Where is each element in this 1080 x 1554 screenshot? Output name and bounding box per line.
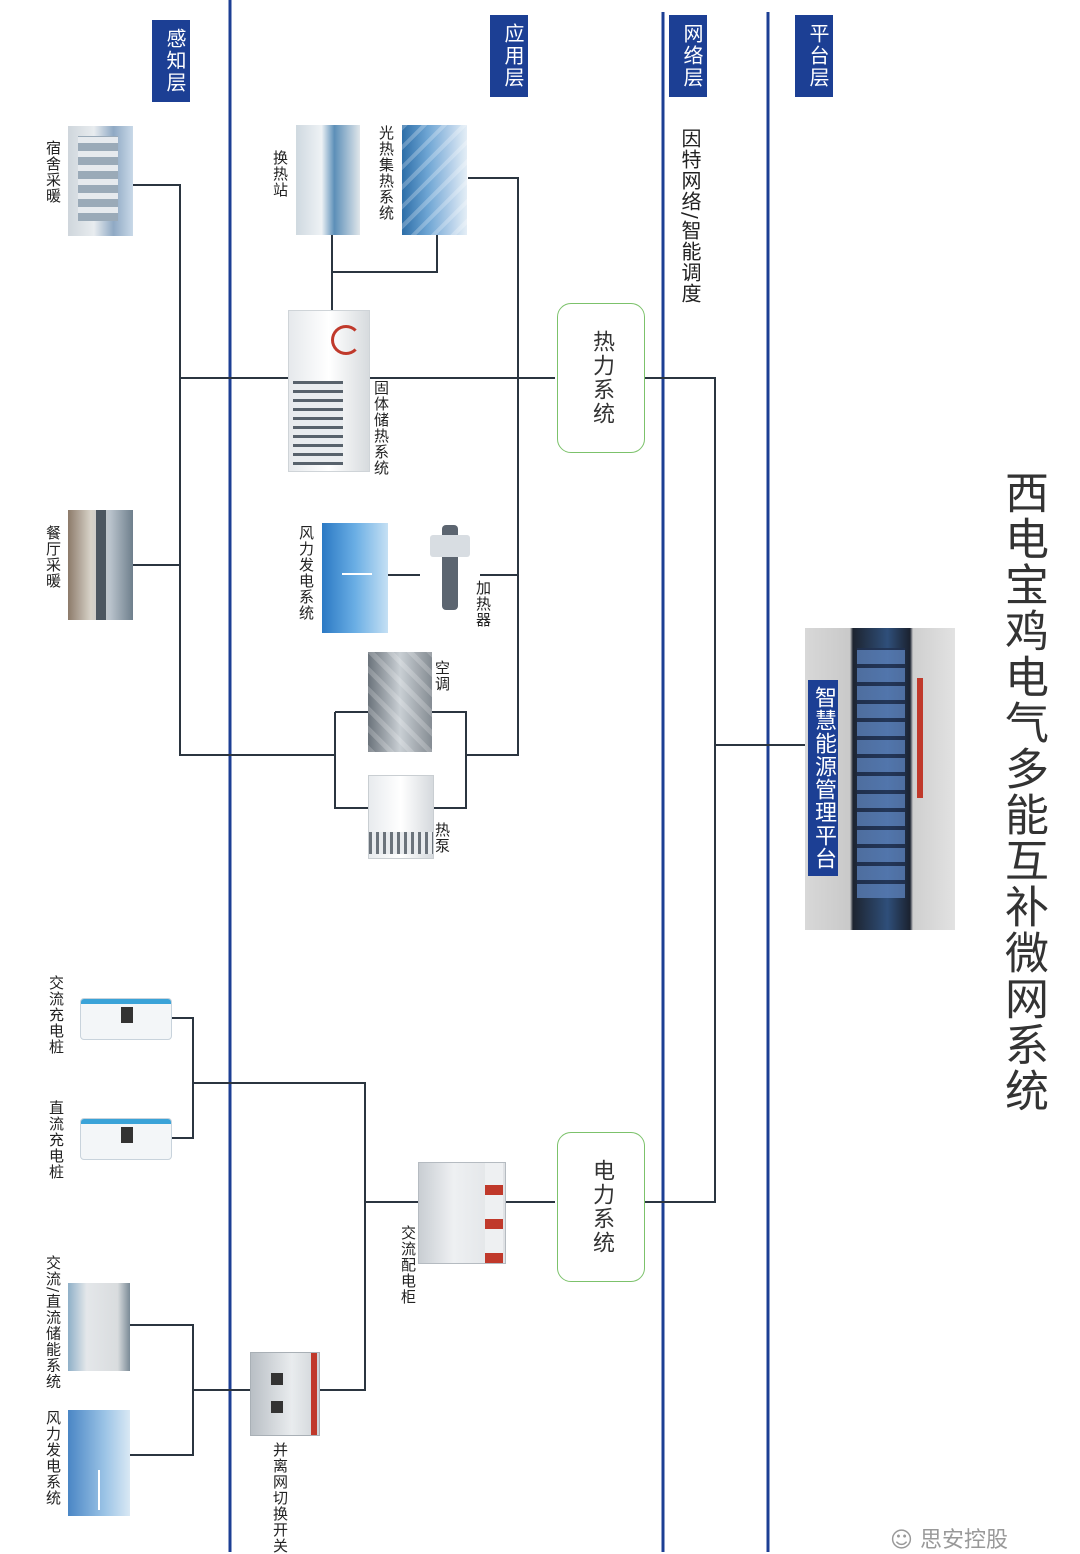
wire-solar-exchange (331, 235, 438, 273)
dc-charger-image (80, 1118, 172, 1160)
watermark-text: 思安控股 (919, 1528, 1008, 1553)
wire-storage-wind (128, 1324, 194, 1456)
wind-power-1-label: 风力发电系统 (297, 525, 315, 621)
dorm-heating-label: 宿舍采暖 (44, 140, 62, 204)
energy-storage-image (68, 1283, 130, 1371)
wire-loop-right (432, 711, 467, 809)
wire-loop-left (334, 712, 368, 809)
wire-app-bus (466, 177, 519, 756)
air-conditioner-image (368, 652, 432, 752)
energy-storage-label: 交流/直流储能系统 (44, 1255, 62, 1390)
air-conditioner-label: 空调 (433, 660, 451, 692)
solid-heat-storage-image (288, 310, 370, 472)
dorm-heating-image (68, 126, 133, 236)
ac-charger-label: 交流充电桩 (47, 975, 65, 1055)
network-label: 因特网络/智能调度 (678, 128, 702, 304)
grid-switch-image (250, 1352, 320, 1436)
canteen-heating-label: 餐厅采暖 (44, 525, 62, 589)
ac-cabinet-image (418, 1162, 506, 1264)
ac-cabinet-label: 交流配电柜 (399, 1225, 417, 1305)
wind-power-1-image (322, 523, 388, 633)
canteen-heating-image (68, 510, 133, 620)
thermal-system-box: 热力系统 (557, 303, 645, 453)
layer-tag-application: 应用层 (490, 15, 528, 97)
platform-control-room-image (805, 628, 955, 930)
layer-tag-perception: 感知层 (152, 20, 190, 102)
solid-heat-storage-label: 固体储热系统 (372, 380, 390, 476)
platform-label: 智慧能源管理平台 (808, 680, 838, 876)
layer-tag-platform: 平台层 (795, 15, 833, 97)
heat-pump-label: 热泵 (433, 822, 451, 854)
wechat-icon: ☺ (890, 1528, 913, 1553)
solar-thermal-label: 光热集热系统 (377, 125, 395, 221)
wire-perception-bus (133, 184, 335, 756)
heater-image (420, 515, 480, 620)
heat-exchange-station-label: 换热站 (271, 150, 289, 198)
diagram-title: 西电宝鸡电气多能互补微网系统 (997, 470, 1048, 1114)
wind-power-2-image (68, 1410, 130, 1516)
wire-power-bus (193, 1082, 366, 1391)
wind-power-2-label: 风力发电系统 (44, 1410, 62, 1506)
wire-chargers (170, 1017, 194, 1139)
watermark: ☺ 思安控股 (890, 1522, 1008, 1554)
heat-exchange-station-image (296, 125, 360, 235)
grid-switch-label: 并离网切换开关 (271, 1442, 289, 1554)
heater-label: 加热器 (474, 580, 492, 628)
solar-thermal-image (402, 125, 467, 235)
wire-network-bus (645, 377, 716, 1203)
power-system-label: 电力系统 (589, 1159, 614, 1255)
heat-pump-image (368, 775, 434, 859)
dc-charger-label: 直流充电桩 (47, 1100, 65, 1180)
ac-charger-image (80, 998, 172, 1040)
layer-tag-network: 网络层 (669, 15, 707, 97)
thermal-system-label: 热力系统 (589, 330, 614, 426)
power-system-box: 电力系统 (557, 1132, 645, 1282)
